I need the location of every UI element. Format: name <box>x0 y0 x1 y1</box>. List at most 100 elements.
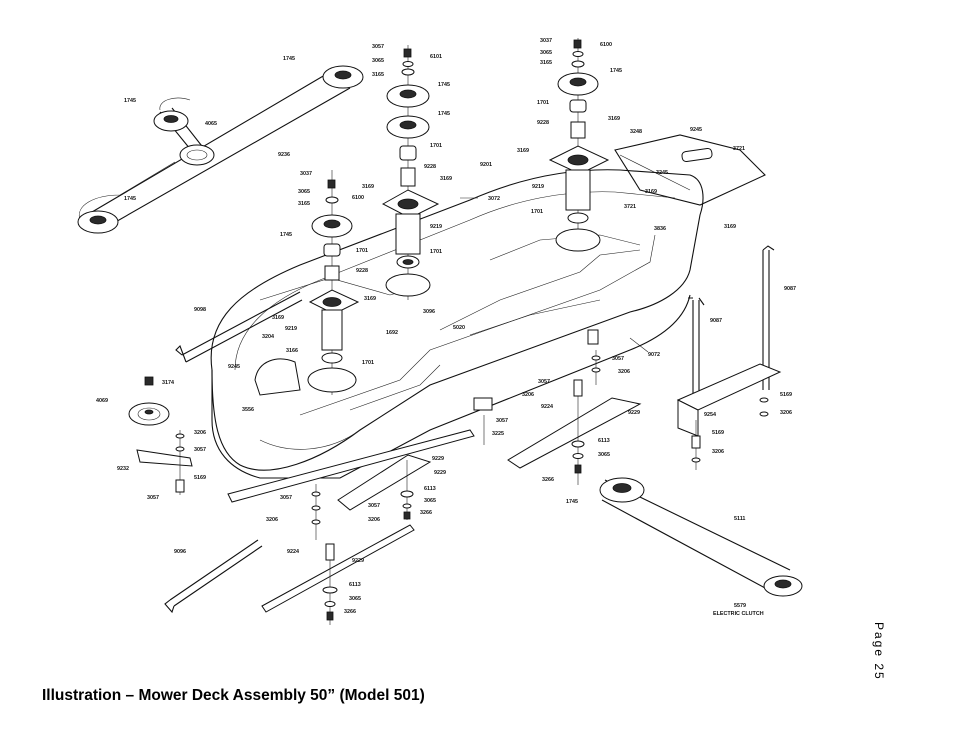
part-label: 9232 <box>117 466 129 472</box>
part-label: 3169 <box>645 189 657 195</box>
part-label: 9236 <box>278 152 290 158</box>
part-label: 1692 <box>386 330 398 336</box>
part-label: 6113 <box>424 486 436 492</box>
page-number-value: 25 <box>872 663 886 681</box>
part-label: 5169 <box>780 392 792 398</box>
part-label: 9245 <box>228 364 240 370</box>
part-label: 3065 <box>540 50 552 56</box>
part-label: 9219 <box>285 326 297 332</box>
part-label: 3169 <box>364 296 376 302</box>
part-label: 3721 <box>733 146 745 152</box>
part-label: 1745 <box>566 499 578 505</box>
part-label: 1701 <box>430 249 442 255</box>
part-label: 3266 <box>344 609 356 615</box>
part-label: 9245 <box>690 127 702 133</box>
part-label: 1745 <box>283 56 295 62</box>
part-label: 9228 <box>537 120 549 126</box>
part-label: 3169 <box>724 224 736 230</box>
part-label: 9224 <box>541 404 553 410</box>
deck-shell <box>210 169 704 479</box>
part-label: 9229 <box>432 456 444 462</box>
part-label: 3166 <box>286 348 298 354</box>
part-label: 3204 <box>262 334 274 340</box>
part-label: 3206 <box>368 517 380 523</box>
part-label: 3206 <box>780 410 792 416</box>
rod-left-upper <box>175 291 303 363</box>
part-label: 3169 <box>517 148 529 154</box>
part-label: 1745 <box>124 196 136 202</box>
part-label: 3169 <box>362 184 374 190</box>
part-label: 3206 <box>522 392 534 398</box>
part-label: 6101 <box>430 54 442 60</box>
part-label: 3065 <box>372 58 384 64</box>
part-label: 3206 <box>618 369 630 375</box>
part-label: 3836 <box>654 226 666 232</box>
part-label: 9224 <box>287 549 299 555</box>
part-label: 9254 <box>704 412 716 418</box>
part-label: 3266 <box>420 510 432 516</box>
part-label: 6100 <box>352 195 364 201</box>
part-label: 9229 <box>628 410 640 416</box>
part-label: 1745 <box>280 232 292 238</box>
part-label: 1701 <box>430 143 442 149</box>
part-label: 9072 <box>648 352 660 358</box>
part-label: 1745 <box>610 68 622 74</box>
part-label: 6113 <box>349 582 361 588</box>
part-label: 3057 <box>368 503 380 509</box>
part-label: 9228 <box>356 268 368 274</box>
part-label: 3057 <box>496 418 508 424</box>
electric-clutch-label: ELECTRIC CLUTCH <box>713 611 764 617</box>
part-label: 3057 <box>280 495 292 501</box>
part-label: 3556 <box>242 407 254 413</box>
part-label: 9228 <box>424 164 436 170</box>
part-label: 5579 <box>734 603 746 609</box>
part-label: 3065 <box>424 498 436 504</box>
part-label: 5111 <box>734 516 745 522</box>
part-label: 1701 <box>537 100 549 106</box>
part-label: 3057 <box>372 44 384 50</box>
part-label: 9219 <box>532 184 544 190</box>
part-label: 3206 <box>194 430 206 436</box>
part-label: 4065 <box>205 121 217 127</box>
part-label: 3721 <box>624 204 636 210</box>
part-label: 9087 <box>710 318 722 324</box>
part-label: 3057 <box>147 495 159 501</box>
part-label: 5169 <box>194 475 206 481</box>
part-label: 3096 <box>423 309 435 315</box>
part-label: 1745 <box>438 111 450 117</box>
figure-caption: Illustration – Mower Deck Assembly 50” (… <box>42 687 425 704</box>
rod-left-lower <box>164 539 263 614</box>
page-label: Page <box>872 622 886 659</box>
part-label: 3065 <box>349 596 361 602</box>
deflector-cover <box>614 134 766 206</box>
part-label: 4069 <box>96 398 108 404</box>
part-label: 9087 <box>784 286 796 292</box>
part-label: 3174 <box>162 380 174 386</box>
part-label: 3065 <box>598 452 610 458</box>
right-spindle <box>548 38 610 252</box>
part-label: 3065 <box>298 189 310 195</box>
part-label: 3245 <box>656 170 668 176</box>
part-label: 9098 <box>194 307 206 313</box>
blades-center <box>227 429 475 625</box>
part-label: 3165 <box>372 72 384 78</box>
part-label: 3225 <box>492 431 504 437</box>
belt-upper-left <box>77 65 364 234</box>
part-label: 3248 <box>630 129 642 135</box>
part-label: 6113 <box>598 438 610 444</box>
part-label: 3165 <box>298 201 310 207</box>
part-label: 3165 <box>540 60 552 66</box>
part-label: 1701 <box>362 360 374 366</box>
part-label: 5169 <box>712 430 724 436</box>
part-label: 1701 <box>356 248 368 254</box>
part-label: 3206 <box>712 449 724 455</box>
part-label: 9229 <box>434 470 446 476</box>
part-label: 9201 <box>480 162 492 168</box>
part-labels: 1745 1745 4065 9236 1745 3057 3065 3165 … <box>96 38 796 617</box>
part-label: 1745 <box>124 98 136 104</box>
part-label: 3169 <box>608 116 620 122</box>
part-label: 1701 <box>531 209 543 215</box>
part-label: 3072 <box>488 196 500 202</box>
part-label: 3206 <box>266 517 278 523</box>
